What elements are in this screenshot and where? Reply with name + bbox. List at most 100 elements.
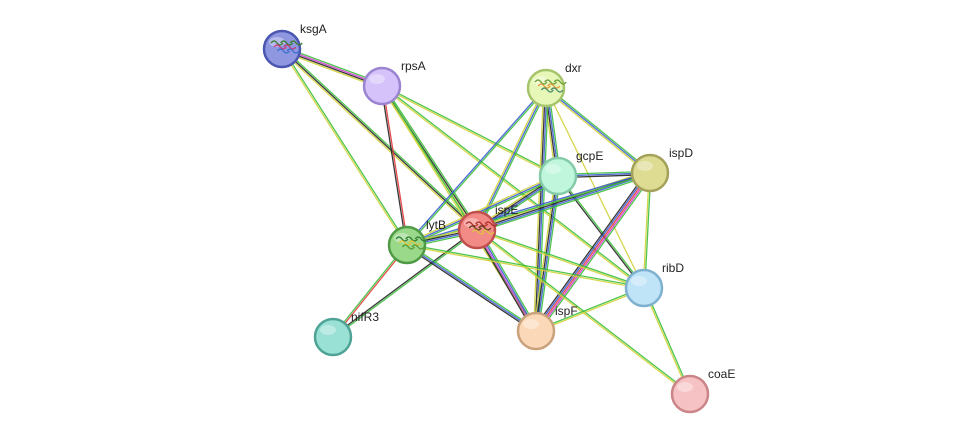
node-circle <box>313 317 353 357</box>
node-label: ispD <box>669 146 693 160</box>
node-coaE[interactable]: coaE <box>670 367 735 414</box>
edge-evidence-line <box>476 230 644 290</box>
node-dxr[interactable]: dxr <box>526 61 582 108</box>
edge-ispE-nifR3[interactable] <box>332 228 478 339</box>
edge-evidence-line <box>546 86 652 173</box>
node-lytB[interactable]: lytB <box>387 218 446 265</box>
node-highlight <box>523 319 539 329</box>
edge-evidence-line <box>477 228 645 288</box>
node-rpsA[interactable]: rpsA <box>362 59 426 106</box>
edge-evidence-line <box>545 87 651 174</box>
edge-evidence-line <box>535 172 651 332</box>
node-label: ispF <box>555 304 578 318</box>
node-gcpE[interactable]: gcpE <box>538 149 603 196</box>
edge-rpsA-ribD[interactable] <box>381 84 645 290</box>
edge-evidence-line <box>474 230 535 333</box>
node-ispE[interactable]: ispE <box>457 203 518 250</box>
edge-evidence-line <box>544 88 650 175</box>
node-layer: ksgA rpsA dxr gcpE ispD ispE lytB ribD nifR3 ispF… <box>262 22 735 414</box>
edge-evidence-line <box>406 244 537 332</box>
node-nifR3[interactable]: nifR3 <box>313 310 379 357</box>
edge-dxr-ispD[interactable] <box>544 86 652 175</box>
node-highlight <box>320 325 336 335</box>
edge-rpsA-ispE[interactable] <box>380 84 479 232</box>
edge-evidence-line <box>477 173 651 232</box>
edge-evidence-line <box>477 174 651 233</box>
edge-evidence-line <box>282 48 409 245</box>
edge-evidence-line <box>407 88 548 246</box>
node-label: ksgA <box>300 22 327 36</box>
node-label: nifR3 <box>351 310 379 324</box>
edge-lytB-ribD[interactable] <box>406 243 645 290</box>
node-ksgA[interactable]: ksgA <box>262 22 327 69</box>
edge-evidence-line <box>380 86 407 246</box>
node-label: gcpE <box>576 149 603 163</box>
edge-evidence-line <box>381 86 644 290</box>
node-circle <box>670 374 710 414</box>
edge-evidence-line <box>382 84 559 176</box>
edge-ksgA-lytB[interactable] <box>280 48 409 246</box>
edge-evidence-line <box>382 84 645 288</box>
edge-evidence-line <box>478 228 539 331</box>
edge-evidence-line <box>405 87 546 245</box>
edge-evidence-line <box>538 174 654 334</box>
node-ribD[interactable]: ribD <box>624 261 684 308</box>
edge-ispE-ribD[interactable] <box>476 228 645 290</box>
node-highlight <box>545 164 561 174</box>
node-highlight <box>631 276 647 286</box>
protein-structure-icon <box>395 236 428 250</box>
node-highlight <box>677 382 693 392</box>
edge-evidence-line <box>381 86 558 178</box>
edge-evidence-line <box>331 244 407 337</box>
node-circle <box>630 153 670 193</box>
node-ispF[interactable]: ispF <box>516 304 578 351</box>
edge-evidence-line <box>535 286 644 331</box>
edge-evidence-line <box>477 229 538 331</box>
node-circle <box>516 311 556 351</box>
edge-evidence-line <box>475 230 536 332</box>
edge-evidence-line <box>406 173 558 245</box>
node-label: coaE <box>708 367 735 381</box>
edge-ispD-ispF[interactable] <box>532 170 654 334</box>
node-circle <box>362 66 402 106</box>
edge-lytB-ispF[interactable] <box>405 243 538 333</box>
node-label: ribD <box>662 261 684 275</box>
edge-evidence-line <box>642 288 690 395</box>
edge-evidence-line <box>382 84 479 230</box>
edge-evidence-line <box>333 245 409 338</box>
edge-evidence-line <box>558 175 646 288</box>
edge-evidence-line <box>332 228 477 337</box>
node-highlight <box>369 74 385 84</box>
edge-evidence-line <box>644 287 692 394</box>
edge-evidence-line <box>280 49 477 232</box>
edge-ispE-ispF[interactable] <box>474 228 539 333</box>
edge-dxr-lytB[interactable] <box>405 87 548 246</box>
edge-ribD-coaE[interactable] <box>642 287 692 395</box>
edge-evidence-line <box>406 245 644 290</box>
edge-rpsA-gcpE[interactable] <box>381 84 559 178</box>
node-label: dxr <box>565 61 582 75</box>
edge-evidence-line <box>382 85 409 245</box>
edge-lytB-nifR3[interactable] <box>331 244 409 338</box>
protein-structure-icon <box>270 40 303 54</box>
edge-ispF-ribD[interactable] <box>535 286 645 333</box>
edge-rpsA-lytB[interactable] <box>380 85 409 246</box>
edge-evidence-line <box>532 170 648 330</box>
edge-evidence-line <box>536 173 652 333</box>
edge-evidence-line <box>536 288 645 333</box>
protein-structure-icon <box>534 79 567 93</box>
edge-evidence-line <box>333 230 478 339</box>
edge-evidence-line <box>280 49 407 246</box>
node-circle <box>538 156 578 196</box>
edge-evidence-line <box>405 245 536 333</box>
edge-ksgA-ispE[interactable] <box>280 47 479 232</box>
edge-evidence-line <box>407 243 538 331</box>
edge-evidence-line <box>406 175 559 246</box>
node-label: rpsA <box>401 59 426 73</box>
node-label: lytB <box>426 218 446 232</box>
edge-evidence-line <box>282 47 479 230</box>
protein-structure-icon <box>465 221 498 235</box>
node-highlight <box>637 161 653 171</box>
node-ispD[interactable]: ispD <box>630 146 693 193</box>
